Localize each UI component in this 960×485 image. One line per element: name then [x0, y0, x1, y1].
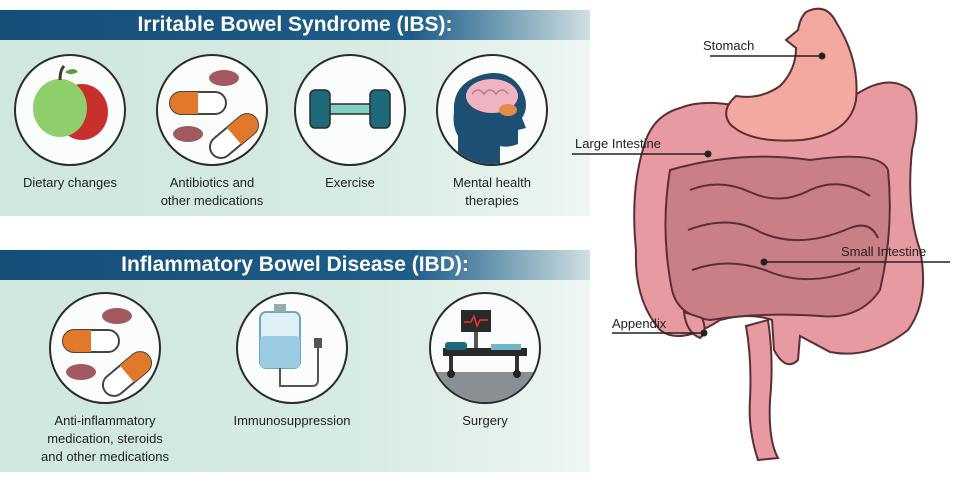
- pills-icon: [156, 54, 268, 166]
- surgery-bed-icon: [429, 292, 541, 404]
- ibs-label-dietary: Dietary changes: [23, 175, 117, 190]
- dumbbell-icon: [294, 54, 406, 166]
- ibd-label-anti-inflammatory: Anti-inflammatory medication, steroids a…: [41, 413, 169, 464]
- ibs-title: Irritable Bowel Syndrome (IBS):: [0, 10, 590, 40]
- ibs-item-mental-health: Mental health therapies: [427, 54, 557, 210]
- ibs-panel: Irritable Bowel Syndrome (IBS): Dietary …: [0, 10, 590, 216]
- apple-icon: [14, 54, 126, 166]
- iv-bag-icon: [236, 292, 348, 404]
- ibs-item-exercise: Exercise: [290, 54, 410, 192]
- ibd-item-immunosuppression: Immunosuppression: [222, 292, 362, 430]
- stomach-label: Stomach: [703, 38, 755, 53]
- ibd-title: Inflammatory Bowel Disease (IBD):: [0, 250, 590, 280]
- ibs-item-antibiotics: Antibiotics and other medications: [147, 54, 277, 210]
- ibd-label-immunosuppression: Immunosuppression: [233, 413, 351, 428]
- digestive-system-illustration: Stomach Large Intestine Small Intestine …: [560, 0, 960, 480]
- ibs-item-dietary: Dietary changes: [10, 54, 130, 192]
- digestive-organs-icon: [572, 7, 950, 462]
- ibd-panel: Inflammatory Bowel Disease (IBD): Anti-i…: [0, 250, 590, 472]
- ibs-label-exercise: Exercise: [325, 175, 375, 190]
- ibd-label-surgery: Surgery: [462, 413, 508, 428]
- small-intestine-label: Small Intestine: [841, 244, 927, 259]
- large-intestine-label: Large Intestine: [575, 136, 662, 151]
- ibd-item-anti-inflammatory: Anti-inflammatory medication, steroids a…: [30, 292, 180, 466]
- pills-icon: [49, 292, 161, 404]
- appendix-label: Appendix: [612, 316, 667, 331]
- ibs-label-antibiotics: Antibiotics and other medications: [160, 175, 264, 208]
- ibs-label-mental-health: Mental health therapies: [452, 175, 532, 208]
- brain-icon: [436, 54, 548, 166]
- ibd-item-surgery: Surgery: [420, 292, 550, 430]
